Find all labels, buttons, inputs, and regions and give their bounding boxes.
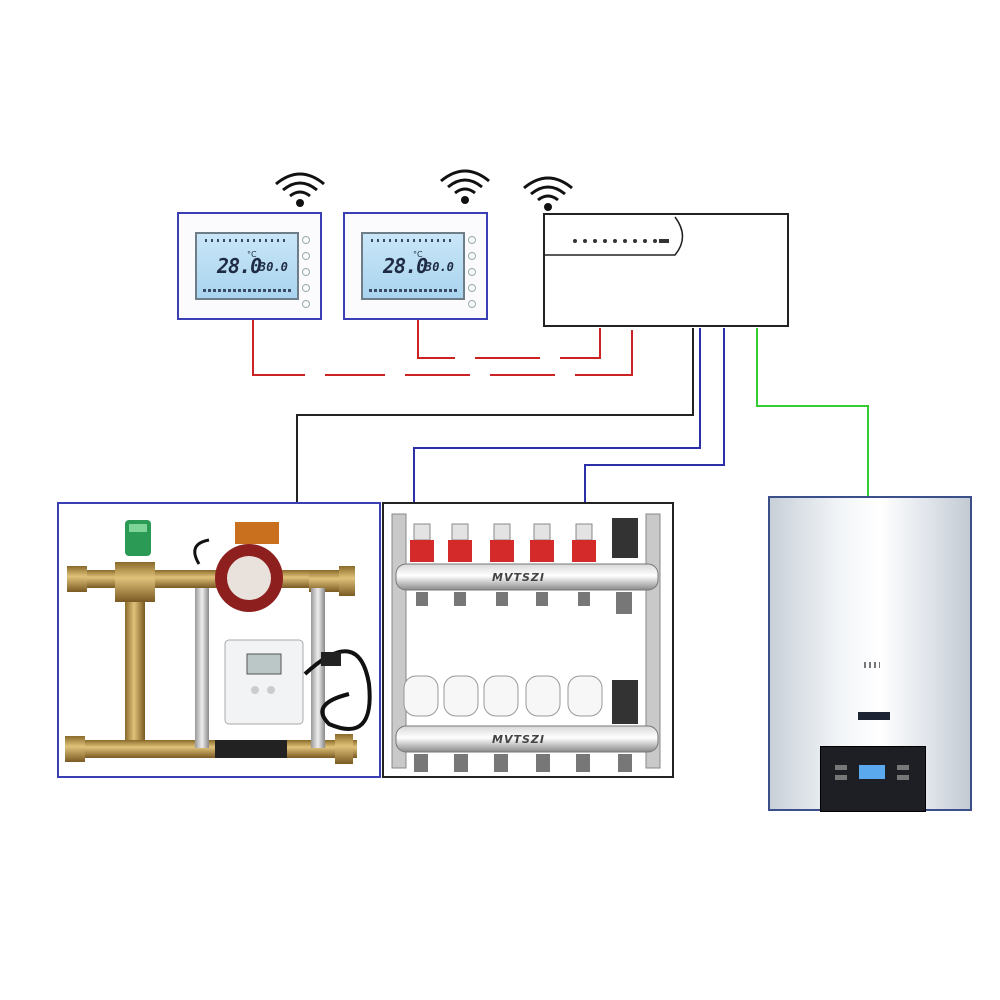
- boiler-button[interactable]: [835, 775, 847, 780]
- boiler-button[interactable]: [897, 765, 909, 770]
- boiler-display: [859, 765, 885, 779]
- boiler-logo: [858, 712, 890, 720]
- boiler-indicator-dots: [864, 662, 880, 668]
- boiler-control-panel: [820, 746, 926, 812]
- boiler-button[interactable]: [835, 765, 847, 770]
- gas-boiler: [768, 496, 972, 811]
- floor-heating-manifold: MVTSZI MVTSZI: [382, 502, 674, 778]
- boiler-wire: [757, 328, 868, 497]
- manifold-brand-bottom: MVTSZI: [492, 733, 545, 746]
- manifold-brand-top: MVTSZI: [492, 571, 545, 584]
- pump-station-illustration: [59, 504, 379, 776]
- boiler-button[interactable]: [897, 775, 909, 780]
- pump-mixing-station: [57, 502, 381, 778]
- sensor-wire: [253, 320, 632, 375]
- pump-wire: [297, 328, 693, 503]
